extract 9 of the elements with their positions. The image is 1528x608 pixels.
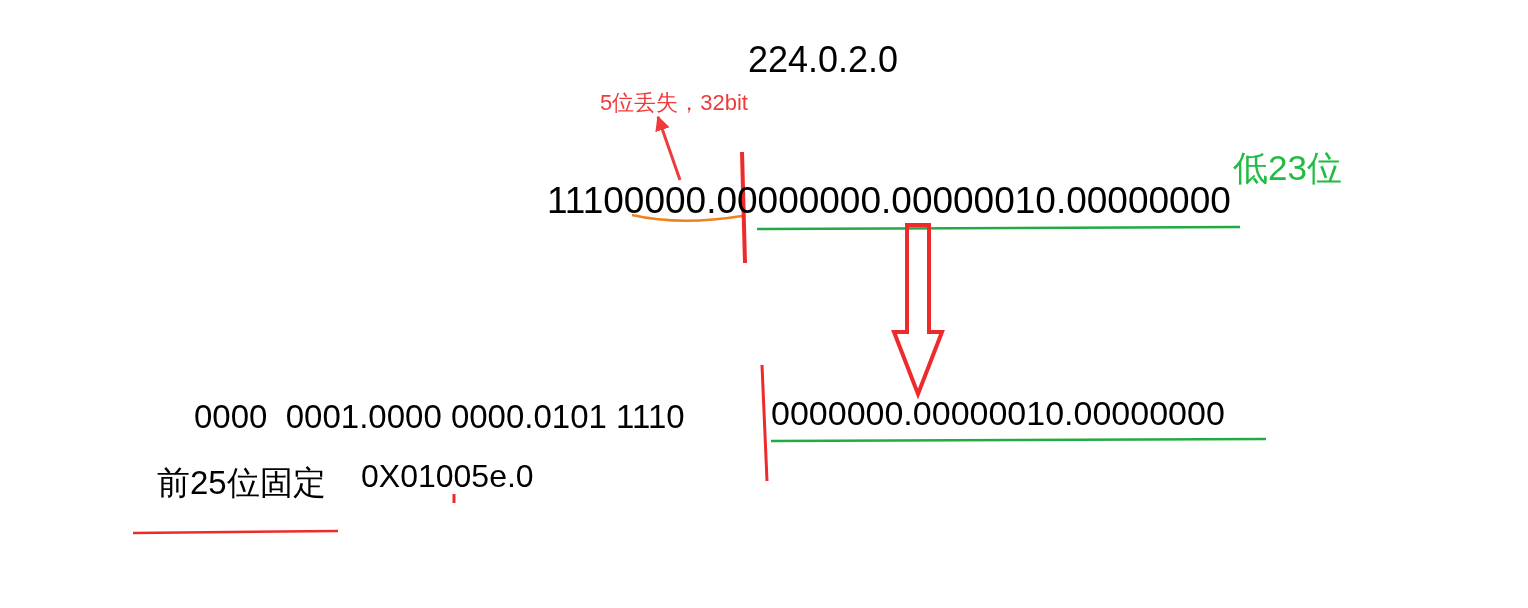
annotation-text: 5位丢失，32bit — [600, 92, 748, 114]
annotation-text: 低23位 — [1233, 150, 1342, 185]
binary-address: 0000000.00000010.00000000 — [771, 396, 1225, 430]
mac-address: 0X01005e.0 — [361, 460, 534, 492]
annotation-text: 前25位固定 — [157, 466, 326, 499]
ip-address: 224.0.2.0 — [748, 42, 899, 78]
leader-line — [655, 115, 682, 181]
binary-address: 0000 0001.0000 0000.0101 1110 — [194, 400, 685, 433]
hollow-arrow — [891, 223, 945, 400]
